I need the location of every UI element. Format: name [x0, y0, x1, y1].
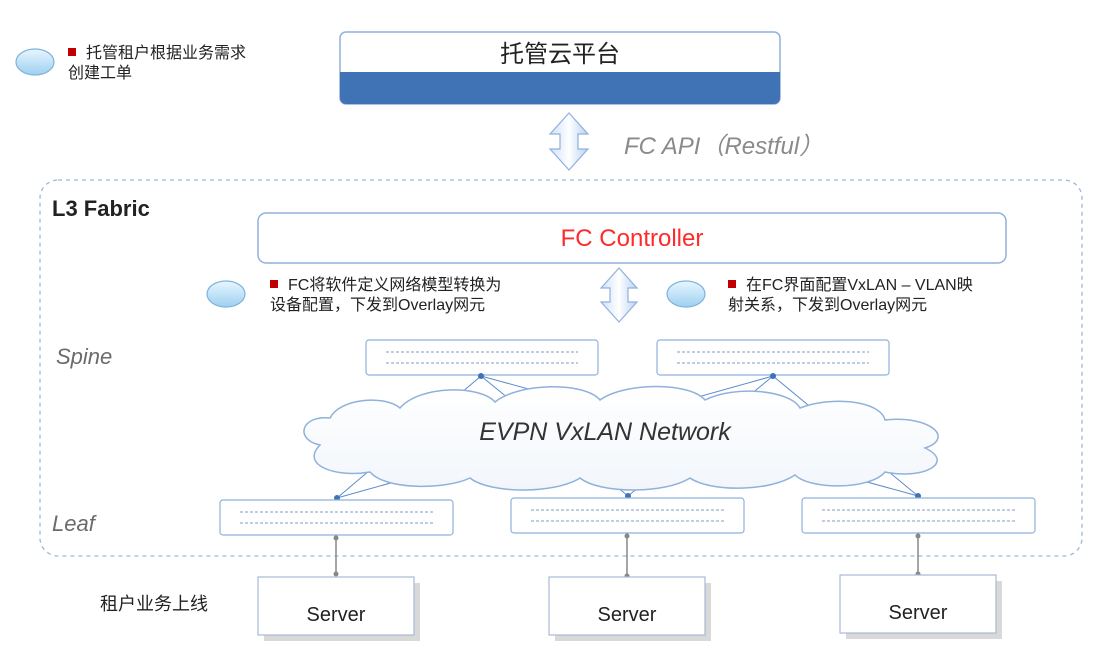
bullet-square-icon — [270, 280, 278, 288]
platform-title: 托管云平台 — [500, 41, 620, 68]
fc-controller-box — [257, 212, 1007, 264]
server-box — [839, 574, 1002, 639]
cloud-platform-box — [339, 31, 781, 105]
leaf-switch — [219, 499, 454, 536]
server-box — [257, 576, 420, 641]
fc-controller-label: FC Controller — [560, 225, 704, 252]
l3-fabric-boundary — [39, 179, 1083, 557]
api-double-arrow-icon — [548, 112, 590, 171]
spine-layer-label: Spine — [56, 344, 113, 369]
tenant-online-label: 租户业务上线 — [100, 594, 208, 614]
server-box — [548, 576, 711, 641]
leaf-switch — [510, 497, 745, 534]
note-bubble-icon — [666, 280, 706, 308]
network-label: EVPN VxLAN Network — [479, 418, 731, 446]
leaf-layer-label: Leaf — [52, 511, 95, 536]
fc-mapping-note: 在FC界面配置VxLAN – VLAN映 射关系，下发到Overlay网元 — [728, 277, 973, 314]
spine-switch — [656, 339, 890, 376]
l3-fabric-label: L3 Fabric — [52, 196, 150, 221]
api-label: FC API（Restful） — [624, 133, 824, 160]
server-label: Server — [888, 602, 948, 624]
tenant-ticket-note: 托管租户根据业务需求 创建工单 — [68, 45, 247, 82]
server-label: Server — [306, 604, 366, 626]
bullet-square-icon — [68, 48, 76, 56]
controller-double-arrow-icon — [599, 267, 639, 323]
note-bubble-icon — [206, 280, 246, 308]
server-label: Server — [597, 604, 657, 626]
bullet-square-icon — [728, 280, 736, 288]
note-bubble-icon — [15, 48, 55, 76]
leaf-switch — [801, 497, 1036, 534]
server-links — [335, 533, 919, 578]
spine-switch — [365, 339, 599, 376]
evpn-vxlan-cloud — [303, 385, 939, 491]
fc-convert-note: FC将软件定义网络模型转换为 设备配置，下发到Overlay网元 — [270, 277, 502, 314]
